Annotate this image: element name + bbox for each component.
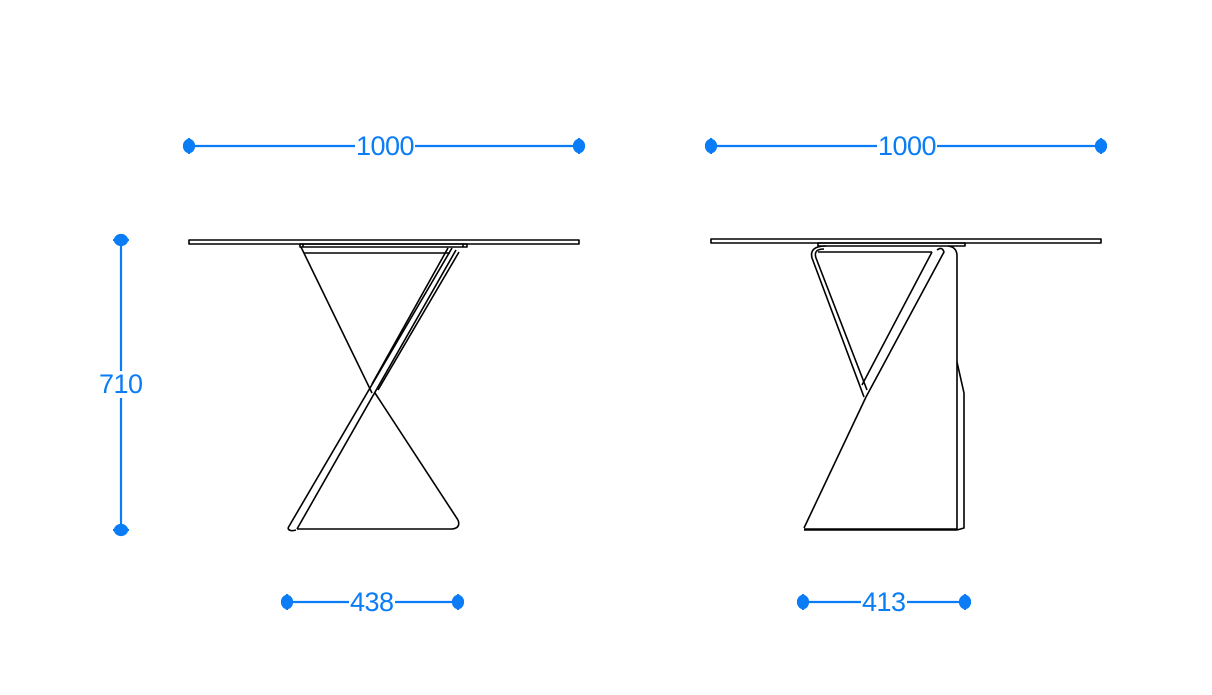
height-label: 710	[98, 369, 144, 399]
side-width-label: 1000	[877, 131, 938, 161]
front-base-width-label: 438	[349, 587, 395, 617]
side-view-table	[710, 238, 1102, 531]
side-base-width-label: 413	[861, 587, 907, 617]
front-width-label: 1000	[355, 131, 416, 161]
front-view-table	[188, 239, 580, 532]
dimension-lines	[113, 138, 1108, 610]
height-dimension	[113, 233, 129, 537]
